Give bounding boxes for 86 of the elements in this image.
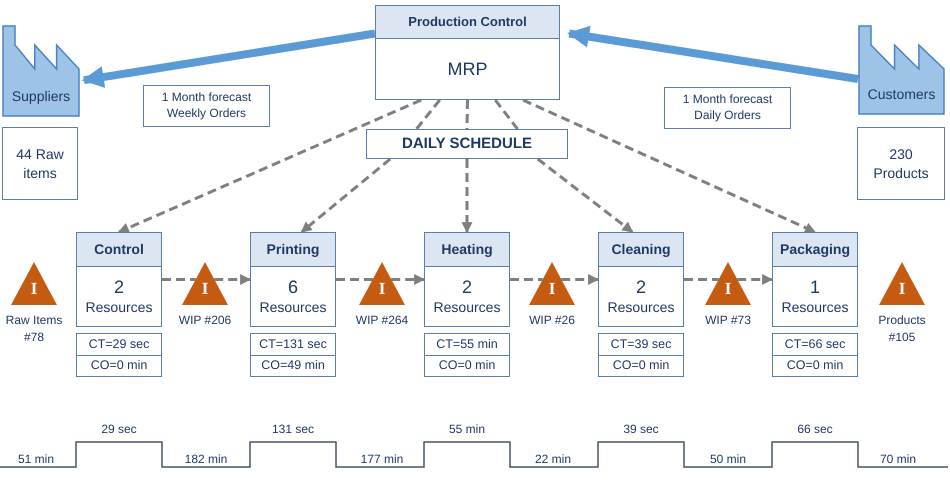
time-label: 182 min [184, 451, 228, 468]
inventory-label: Products #105 [877, 312, 927, 346]
inventory-label: WIP #264 [354, 312, 410, 329]
data-cell-text: CT=29 sec [88, 336, 150, 353]
process-name: Cleaning [611, 240, 671, 259]
inventory-mark: I [724, 280, 732, 297]
box-text: 1 Month forecast Weekly Orders [160, 90, 252, 122]
dashed-arrow [536, 158, 634, 234]
control-box [375, 5, 560, 100]
data-cell: CO=0 min [77, 354, 161, 376]
data-cell-text: CT=66 sec [784, 336, 846, 353]
time-label: 51 min [18, 451, 54, 468]
data-box [424, 333, 510, 377]
data-box [2, 127, 78, 200]
dashed-arrow [561, 274, 600, 285]
process-box [424, 232, 510, 327]
box-text: 44 Raw items [15, 145, 65, 182]
dashed-arrow [522, 98, 816, 234]
time-label: 131 sec [272, 421, 314, 438]
data-cell: CO=0 min [599, 354, 683, 376]
dashed-arrow [214, 274, 252, 285]
inventory-mark: I [898, 280, 906, 297]
inventory-label: Raw Items #78 [4, 312, 64, 346]
inventory-mark: I [30, 280, 38, 297]
resource-label: Resources [782, 298, 848, 316]
data-box [857, 127, 945, 200]
process-name: Packaging [780, 240, 850, 259]
schedule-box [366, 129, 568, 159]
resource-label: Resources [608, 298, 674, 316]
dashed-arrow [462, 159, 472, 234]
process-box [598, 232, 684, 327]
time-label: 70 min [880, 451, 916, 468]
process-box [76, 232, 162, 327]
inventory-label: WIP #26 [528, 312, 576, 329]
box-text: 1 Month forecast Daily Orders [682, 92, 774, 124]
resource-label: Resources [86, 298, 152, 316]
data-cell: CO=49 min [251, 354, 335, 376]
time-label: 66 sec [797, 421, 833, 438]
process-name: Control [94, 240, 144, 259]
data-box [76, 333, 162, 377]
time-label: 50 min [710, 451, 746, 468]
factory-icon [2, 25, 80, 117]
inventory-mark: I [378, 280, 386, 297]
data-cell-text: CT=55 min [435, 336, 499, 353]
box-text: MRP [448, 58, 488, 80]
time-label: 29 sec [101, 421, 137, 438]
inventory-mark: I [200, 280, 210, 297]
inventory-mark: I [548, 280, 556, 297]
factory-icon [858, 25, 945, 115]
resource-count: 1 [810, 276, 820, 298]
info-arrow [82, 30, 376, 88]
factory-label: Customers [866, 85, 936, 104]
box-text: 230 Products [872, 145, 930, 182]
data-box [772, 333, 858, 377]
process-name: Heating [441, 240, 493, 259]
info-arrow [567, 26, 859, 83]
dashed-arrow [300, 158, 392, 234]
data-cell-text: CT=131 sec [258, 336, 328, 353]
note-box [664, 87, 791, 129]
dashed-arrow [118, 98, 422, 234]
process-box [772, 232, 858, 327]
process-name: Printing [266, 240, 320, 259]
resource-count: 2 [636, 276, 646, 298]
process-box [250, 232, 336, 327]
resource-count: 2 [114, 276, 124, 298]
resource-count: 2 [462, 276, 472, 298]
factory-label: Suppliers [10, 87, 72, 106]
data-cell: CO=0 min [425, 354, 509, 376]
time-label: 22 min [534, 451, 572, 468]
dashed-arrow [391, 274, 426, 285]
data-box [598, 333, 684, 377]
resource-label: Resources [434, 298, 500, 316]
time-label: 55 min [448, 421, 486, 438]
data-box [250, 333, 336, 377]
data-cell: CO=0 min [773, 354, 857, 376]
time-label: 177 min [360, 451, 404, 468]
note-box [143, 85, 270, 127]
schedule-label: DAILY SCHEDULE [402, 134, 532, 154]
time-label: 39 sec [623, 421, 659, 438]
data-cell-text: CT=39 sec [610, 336, 672, 353]
resource-label: Resources [260, 298, 326, 316]
inventory-label: WIP #206 [178, 312, 232, 329]
resource-count: 6 [288, 276, 298, 298]
box-heading: Production Control [408, 13, 527, 32]
dashed-arrow [737, 274, 774, 285]
inventory-label: WIP #73 [704, 312, 752, 329]
